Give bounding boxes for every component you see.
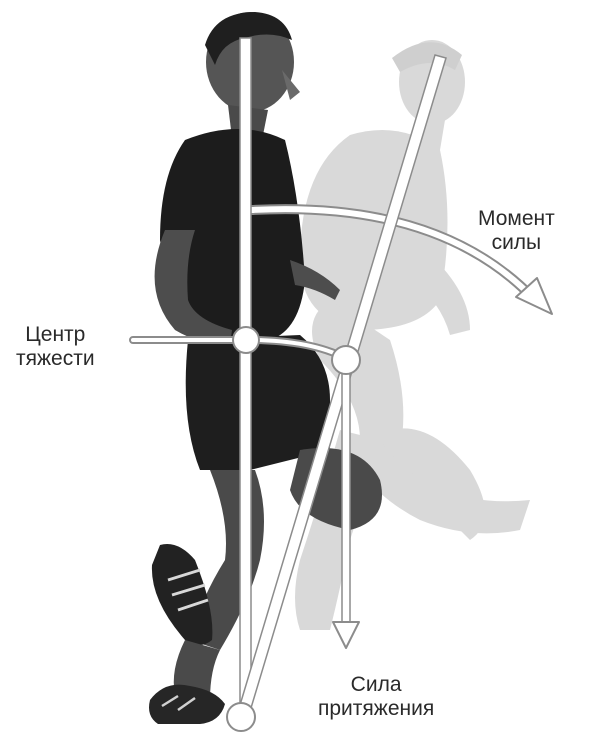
gravity-label-line-1: Сила: [318, 673, 434, 697]
center-label-line-2: тяжести: [16, 347, 95, 371]
gravity-force-label: Сила притяжения: [318, 673, 434, 721]
moment-label-line-2: силы: [478, 231, 555, 255]
moment-label-line-1: Момент: [478, 207, 555, 231]
moment-of-force-label: Момент силы: [478, 207, 555, 255]
center-of-gravity-marker: [233, 327, 259, 353]
center-label-line-1: Центр: [16, 323, 95, 347]
ground-contact-marker: [227, 703, 255, 731]
vertical-body-axis: [240, 38, 251, 718]
center-of-gravity-label: Центр тяжести: [16, 323, 95, 371]
leaning-center-of-gravity-marker: [332, 346, 360, 374]
gravity-label-line-2: притяжения: [318, 697, 434, 721]
